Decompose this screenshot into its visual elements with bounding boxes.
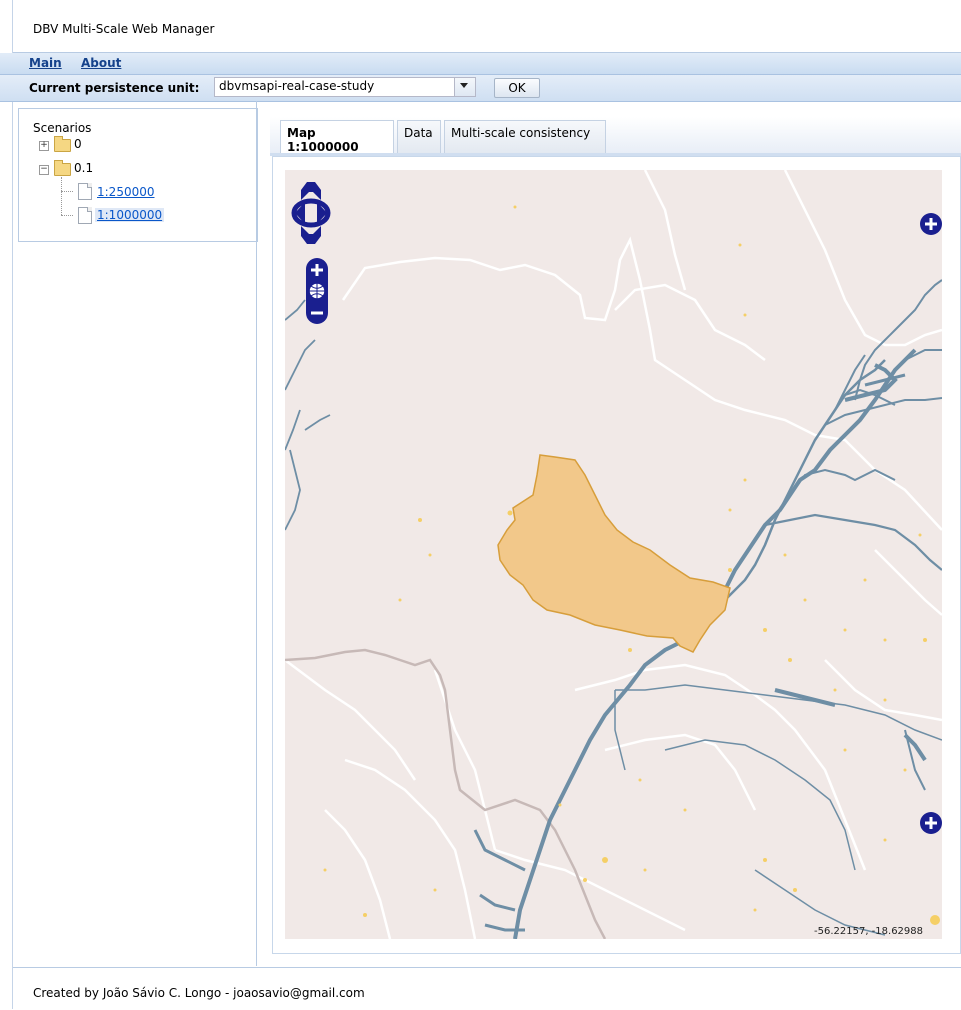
tree-leaf-250000[interactable]: 1:250000 bbox=[97, 185, 155, 199]
tree-leaf-wrapper: 1:1000000 bbox=[95, 208, 165, 226]
folder-icon bbox=[54, 136, 71, 152]
tab-multiscale-consistency[interactable]: Multi-scale consistency bbox=[444, 120, 606, 153]
persistence-select[interactable]: dbvmsapi-real-case-study bbox=[214, 77, 476, 97]
state-boundary bbox=[285, 648, 607, 939]
footer-text: Created by João Sávio C. Longo - joaosav… bbox=[33, 986, 365, 1000]
persistence-bar: Current persistence unit: dbvmsapi-real-… bbox=[0, 75, 961, 102]
chevron-down-icon bbox=[460, 83, 468, 88]
folder-open-icon bbox=[54, 160, 71, 176]
app-title: DBV Multi-Scale Web Manager bbox=[33, 22, 215, 36]
tree-title: Scenarios bbox=[33, 121, 92, 135]
tree-connector bbox=[61, 215, 73, 216]
tree-node-0-1[interactable]: 0.1 bbox=[74, 161, 94, 175]
overview-map-button[interactable] bbox=[920, 812, 942, 834]
ok-button[interactable]: OK bbox=[494, 78, 540, 98]
collapse-icon[interactable]: − bbox=[39, 164, 49, 175]
pan-control[interactable] bbox=[291, 182, 331, 244]
menu-main-link[interactable]: Main bbox=[29, 56, 62, 70]
pan-up-icon[interactable] bbox=[301, 182, 321, 200]
footer: Created by João Sávio C. Longo - joaosav… bbox=[13, 967, 961, 1010]
persistence-label: Current persistence unit: bbox=[29, 81, 200, 95]
tree-leaf-wrapper: 1:250000 bbox=[97, 185, 155, 203]
selected-area-polygon[interactable] bbox=[497, 454, 731, 653]
plus-icon bbox=[925, 817, 937, 829]
file-icon bbox=[78, 183, 92, 200]
boundary-lines bbox=[285, 170, 942, 939]
pan-down-icon[interactable] bbox=[301, 226, 321, 244]
tree-node-0[interactable]: 0 bbox=[74, 137, 82, 151]
expand-icon[interactable]: + bbox=[39, 140, 49, 151]
mouse-position: -56.22157, -18.62988 bbox=[814, 926, 924, 937]
dropdown-trigger[interactable] bbox=[454, 78, 475, 96]
pan-left-icon[interactable] bbox=[295, 202, 305, 224]
tab-data[interactable]: Data bbox=[397, 120, 441, 153]
panel-divider bbox=[256, 101, 257, 966]
scenario-tree-panel: Scenarios + 0 − 0.1 1:250000 1:1000000 bbox=[18, 108, 258, 242]
tree-leaf-1000000[interactable]: 1:1000000 bbox=[95, 208, 165, 222]
file-icon bbox=[78, 207, 92, 224]
tab-strip: Map 1:1000000 Data Multi-scale consisten… bbox=[270, 117, 961, 156]
river-network bbox=[285, 279, 942, 939]
persistence-select-value: dbvmsapi-real-case-study bbox=[219, 79, 375, 93]
app-header: DBV Multi-Scale Web Manager bbox=[13, 0, 961, 53]
left-border bbox=[12, 0, 13, 1009]
map-canvas[interactable] bbox=[285, 170, 942, 939]
plus-icon bbox=[925, 218, 937, 230]
tree-connector bbox=[61, 191, 73, 192]
pan-right-icon[interactable] bbox=[317, 202, 327, 224]
zoom-control[interactable] bbox=[306, 258, 328, 324]
tree-connector bbox=[61, 177, 62, 215]
menu-about-link[interactable]: About bbox=[81, 56, 122, 70]
layer-switcher-button[interactable] bbox=[920, 213, 942, 235]
zoom-in-icon[interactable] bbox=[311, 264, 323, 276]
tab-map[interactable]: Map 1:1000000 bbox=[280, 120, 394, 154]
menu-bar: Main About bbox=[0, 53, 961, 75]
